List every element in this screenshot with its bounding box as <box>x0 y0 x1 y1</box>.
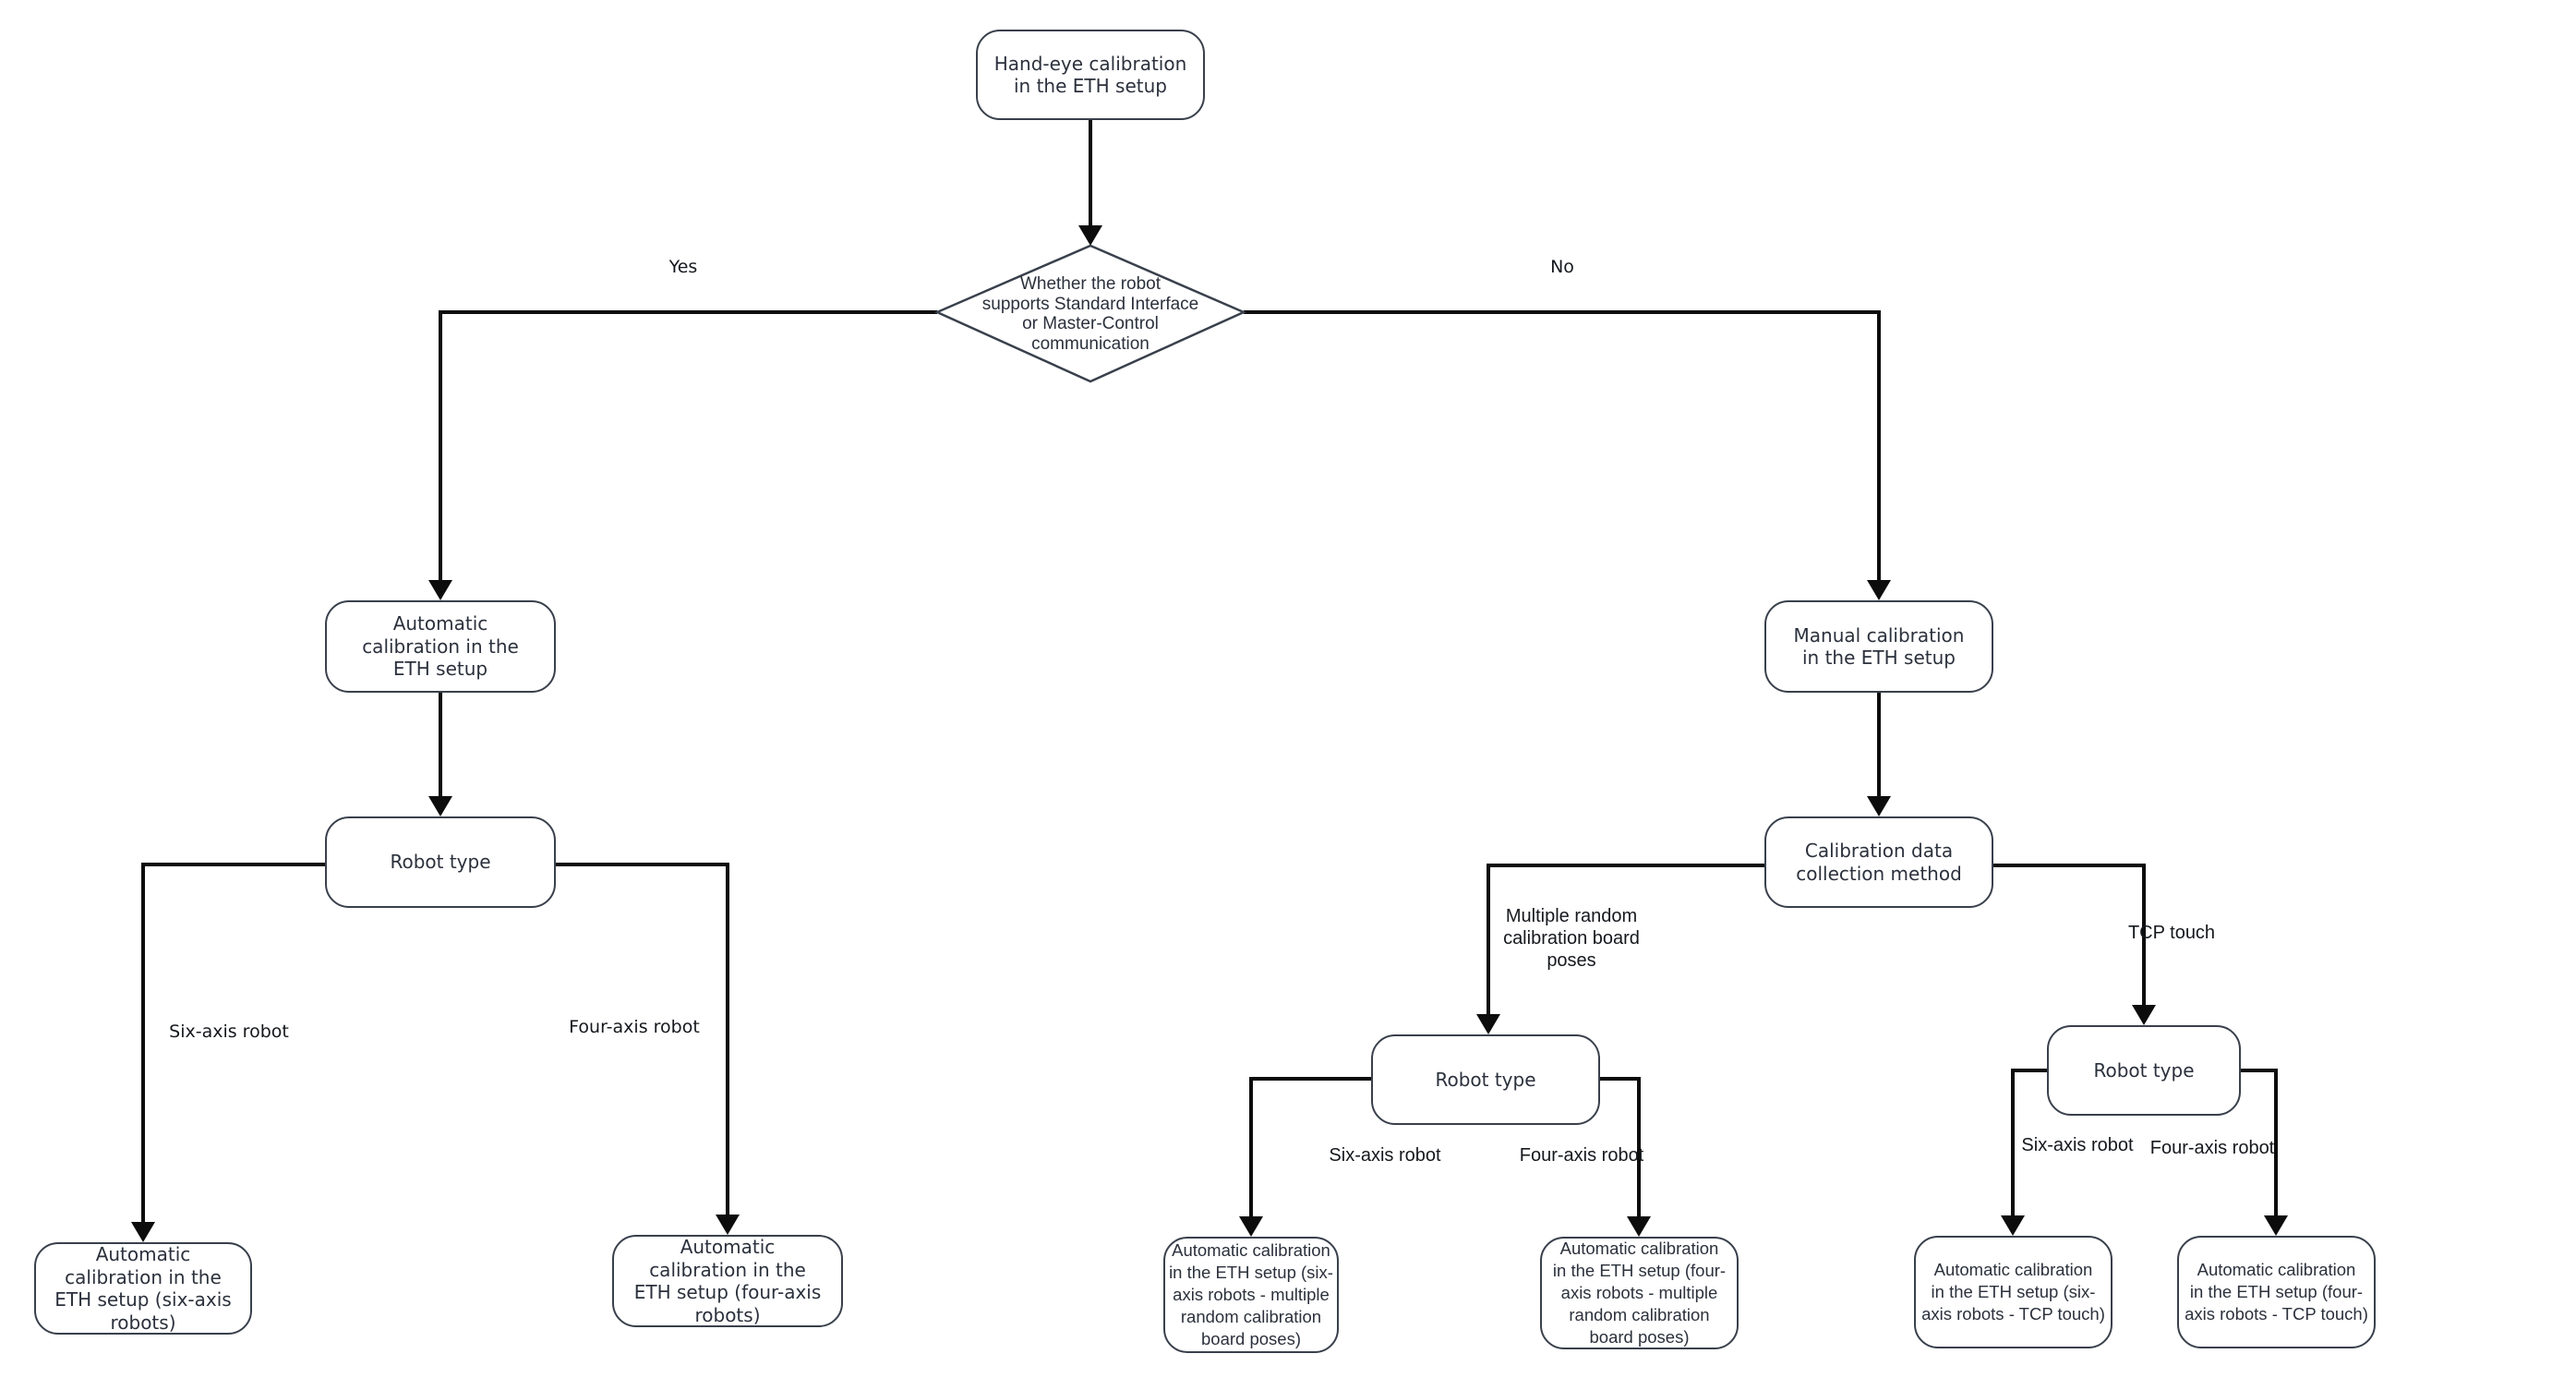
arrowheads <box>131 225 2288 1242</box>
edge-paths <box>141 120 2278 1227</box>
edge-left-sixaxis <box>141 863 325 1227</box>
edge-label-four-axis-right: Four-axis robot <box>2149 1138 2275 1158</box>
edge-label-four-axis-left: Four-axis robot <box>569 1017 700 1037</box>
edge-right-fouraxis <box>2241 1069 2278 1221</box>
arrowhead <box>428 796 452 816</box>
edge-mid-sixaxis <box>1249 1077 1371 1222</box>
node-auto-four-axis-tcp: Automatic calibration in the ETH setup (… <box>2177 1236 2376 1348</box>
edge-label-six-axis-left: Six-axis robot <box>169 1021 289 1042</box>
node-decision-label: Whether the robot supports Standard Inte… <box>981 274 1199 354</box>
edge-yes <box>439 310 937 586</box>
node-robot-type-mid: Robot type <box>1371 1034 1600 1125</box>
node-auto-four-axis: Automatic calibration in the ETH setup (… <box>612 1235 843 1327</box>
arrowhead <box>1867 796 1891 816</box>
arrowhead <box>2132 1005 2156 1025</box>
node-manual-calibration: Manual calibration in the ETH setup <box>1764 600 1993 693</box>
node-robot-type-right: Robot type <box>2047 1025 2241 1116</box>
node-automatic-calibration: Automatic calibration in the ETH setup <box>325 600 556 693</box>
arrowhead <box>1867 580 1891 600</box>
edge-label-tcp-touch: TCP touch <box>2127 923 2216 943</box>
edge-label-no: No <box>1550 257 1574 277</box>
decision-diamond <box>933 244 1247 383</box>
node-collection-method: Calibration data collection method <box>1764 816 1993 908</box>
arrowhead <box>1476 1014 1500 1034</box>
edge-label-yes: Yes <box>668 257 698 277</box>
node-auto-six-axis-poses: Automatic calibration in the ETH setup (… <box>1163 1237 1339 1353</box>
edge-method-tcp <box>1993 864 2146 1010</box>
arrowhead <box>1627 1216 1651 1237</box>
arrowhead <box>2001 1215 2025 1236</box>
node-auto-six-axis-tcp: Automatic calibration in the ETH setup (… <box>1914 1236 2113 1348</box>
edge-right-sixaxis <box>2011 1069 2047 1221</box>
node-auto-six-axis: Automatic calibration in the ETH setup (… <box>34 1242 252 1335</box>
node-start: Hand-eye calibration in the ETH setup <box>976 30 1205 120</box>
node-robot-type-left: Robot type <box>325 816 556 908</box>
edge-no <box>1244 310 1881 586</box>
arrowhead <box>1078 225 1102 246</box>
edge-left-fouraxis <box>555 863 729 1220</box>
edge-method-poses <box>1487 864 1764 1020</box>
edge-label-multiple-poses: Multiple random calibration board poses <box>1503 906 1640 971</box>
arrowhead <box>2264 1215 2288 1236</box>
node-auto-four-axis-poses: Automatic calibration in the ETH setup (… <box>1540 1237 1739 1349</box>
edge-label-six-axis-mid: Six-axis robot <box>1329 1145 1441 1166</box>
edge-mid-fouraxis <box>1600 1077 1641 1222</box>
edge-label-six-axis-right: Six-axis robot <box>2021 1135 2134 1155</box>
edge-label-four-axis-mid: Four-axis robot <box>1519 1145 1644 1166</box>
arrowhead <box>131 1222 155 1242</box>
arrowhead <box>716 1215 740 1235</box>
arrowhead <box>428 580 452 600</box>
arrowhead <box>1239 1216 1263 1237</box>
